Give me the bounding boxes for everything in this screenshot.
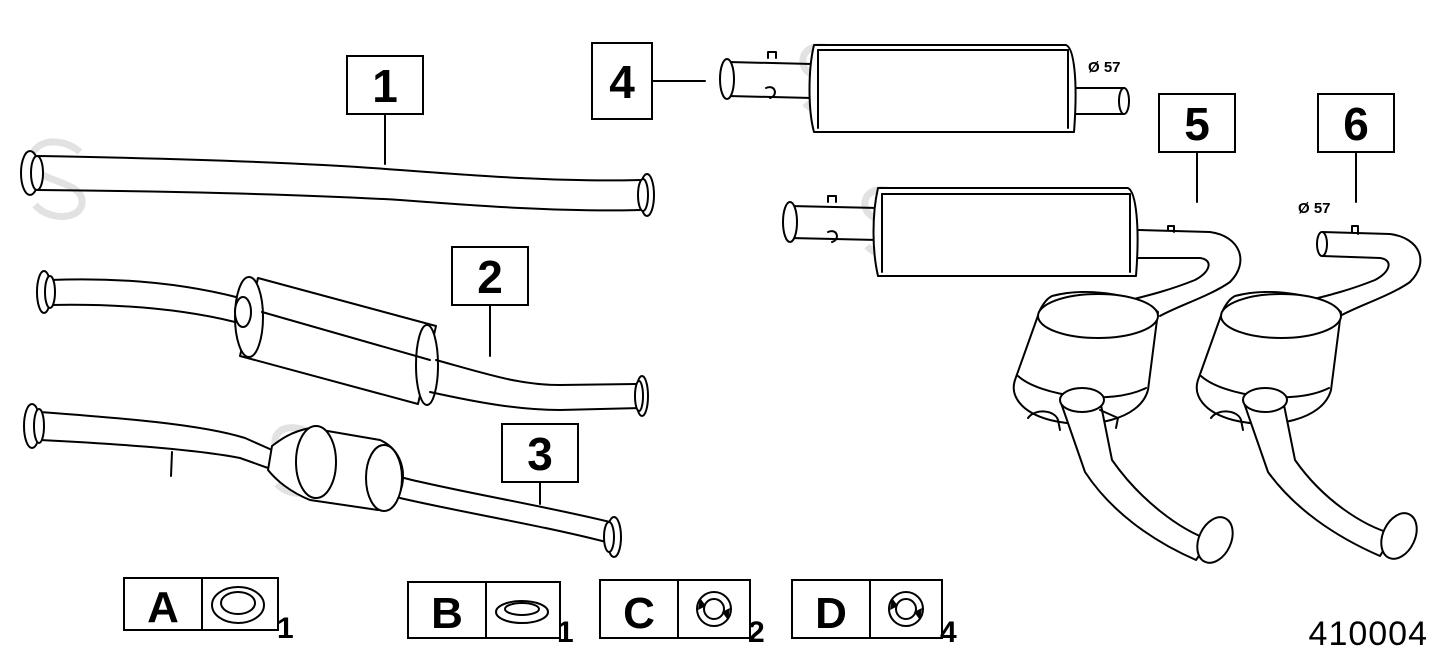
callout-3: 3	[501, 423, 579, 505]
reference-number: 410004	[1309, 615, 1428, 653]
kit-c-qty: 2	[748, 616, 765, 649]
hanger-ring-icon	[696, 591, 732, 627]
part-1-intermediate-pipe	[20, 150, 655, 217]
part-6-end-muffler	[1195, 225, 1422, 560]
kit-d-qty: 4	[940, 616, 957, 649]
callout-4-label: 4	[609, 56, 635, 108]
kit-a-letter: A	[147, 583, 179, 632]
callout-4: 4	[591, 42, 706, 120]
callout-5-label: 5	[1184, 98, 1210, 150]
kit-b-qty: 1	[557, 616, 574, 649]
kit-b: B 1	[407, 581, 574, 649]
callout-2-label: 2	[477, 251, 503, 303]
callout-6: 6	[1317, 93, 1395, 203]
callout-1-label: 1	[372, 60, 398, 112]
callout-3-label: 3	[527, 428, 553, 480]
callout-6-label: 6	[1343, 98, 1369, 150]
kit-b-letter: B	[431, 589, 463, 638]
hanger-ring-icon	[888, 591, 924, 627]
kit-a-qty: 1	[277, 612, 294, 645]
kit-d: D 4	[791, 579, 957, 649]
part-4-rear-silencer	[719, 44, 1130, 133]
kit-c: C 2	[599, 579, 765, 649]
diameter-label-part-6: Ø 57	[1298, 200, 1331, 217]
callout-1: 1	[346, 55, 424, 165]
kit-c-letter: C	[623, 589, 655, 638]
kit-a: A 1	[123, 577, 294, 645]
part-3-catalytic-converter	[23, 403, 622, 558]
part-2-middle-silencer	[36, 270, 649, 417]
diameter-label-part-4: Ø 57	[1088, 59, 1121, 76]
kit-d-letter: D	[815, 589, 847, 638]
gasket-ring-icon	[211, 586, 265, 624]
callout-5: 5	[1158, 93, 1236, 203]
part-5-rear-silencer-assembly	[782, 187, 1242, 564]
flat-gasket-icon	[495, 600, 549, 624]
callout-2: 2	[451, 246, 529, 357]
